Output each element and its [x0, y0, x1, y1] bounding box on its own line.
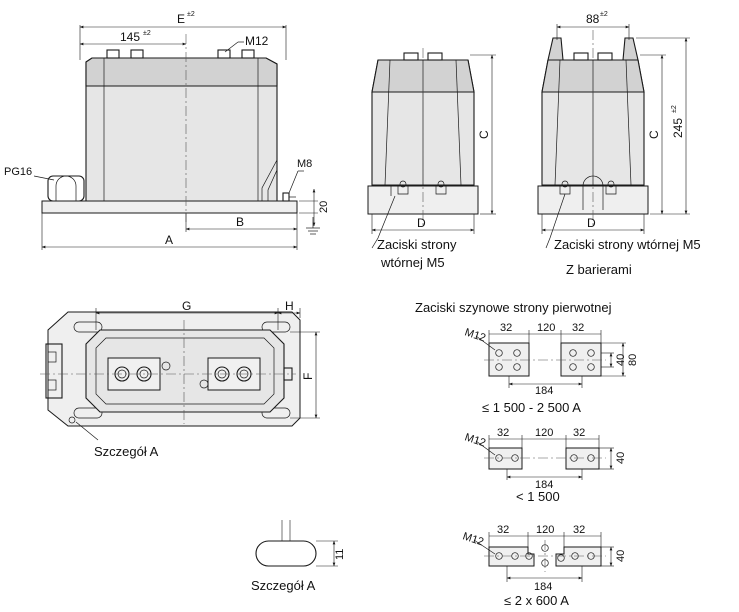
- earth-symbol-icon: [306, 217, 320, 235]
- dim-145-label: 145: [120, 30, 140, 44]
- detail-a-slot: [255, 540, 317, 567]
- dim-f-label: F: [301, 373, 315, 380]
- dim-145-tolerance: ±2: [143, 30, 151, 37]
- side1-callout-line1: Zaciski strony: [377, 237, 457, 252]
- v1-h2: 80: [627, 354, 639, 366]
- v3-d3: 32: [573, 524, 585, 536]
- terminal-variant-3: [473, 532, 614, 582]
- secondary-box: [45, 343, 63, 399]
- v3-span: 184: [534, 581, 552, 593]
- v1-rating: ≤ 1 500 - 2 500 A: [482, 400, 581, 415]
- dim-g-label: G: [182, 299, 191, 313]
- side2-dim-88-tolerance: ±2: [600, 11, 608, 18]
- base-plate: [41, 200, 298, 214]
- side1-dim-c-label: C: [477, 130, 491, 139]
- earth-terminal: [282, 192, 290, 202]
- v3-h1: 40: [615, 550, 627, 562]
- gland-pg16-label: PG16: [4, 166, 32, 178]
- barrier-right: [622, 37, 639, 61]
- front-view: [33, 25, 320, 250]
- v2-rating: < 1 500: [516, 489, 560, 504]
- v1-span: 184: [535, 385, 553, 397]
- terminal-variant-2: [475, 435, 614, 480]
- side1-dim-d-label: D: [417, 216, 426, 230]
- side2-dim-245-tolerance: ±2: [671, 105, 678, 113]
- dim-a-label: A: [165, 233, 173, 247]
- plan-view: [40, 308, 320, 441]
- terminal-variant-1: [475, 330, 626, 388]
- side2-dim-c-label: C: [647, 130, 661, 139]
- dim-e-tolerance: ±2: [187, 11, 195, 18]
- dim-20-label: 20: [318, 201, 330, 213]
- v1-d1: 32: [500, 322, 512, 334]
- side2-callout-line2: Z barierami: [566, 262, 632, 277]
- v3-d2: 120: [536, 524, 554, 536]
- v1-d3: 32: [572, 322, 584, 334]
- dim-b-label: B: [236, 215, 244, 229]
- v3-rating: ≤ 2 x 600 A: [504, 593, 569, 608]
- v2-d1: 32: [497, 427, 509, 439]
- v2-thread: M12: [463, 431, 487, 449]
- v2-span: 184: [535, 479, 553, 491]
- v3-d1: 32: [497, 524, 509, 536]
- plan-housing: [85, 329, 285, 413]
- side2-dim-88-label: 88: [586, 12, 600, 26]
- v2-h1: 40: [615, 452, 627, 464]
- detail-a-callout: Szczegół A: [94, 444, 159, 459]
- side2-dim-d-label: D: [587, 216, 596, 230]
- barrier-left: [547, 37, 564, 61]
- detail-a-caption: Szczegół A: [251, 578, 316, 593]
- side-view-2: [537, 24, 690, 249]
- side2-dim-245-label: 245: [671, 118, 685, 138]
- v1-thread: M12: [463, 326, 487, 344]
- v1-d2: 120: [537, 322, 555, 334]
- side2-callout-line1: Zaciski strony wtórnej M5: [554, 237, 701, 252]
- detail-a: [255, 520, 338, 567]
- primary-terminals-title: Zaciski szynowe strony pierwotnej: [415, 300, 612, 315]
- side-view-1: [367, 48, 496, 249]
- dim-e-label: E: [177, 12, 185, 26]
- v1-h1: 40: [615, 354, 627, 366]
- thread-m12-label: M12: [245, 34, 269, 48]
- front-housing-top: [85, 57, 278, 87]
- detail-a-dim-11: 11: [334, 549, 346, 560]
- v3-thread: M12: [461, 530, 485, 548]
- v2-d3: 32: [573, 427, 585, 439]
- dim-h-label: H: [285, 299, 294, 313]
- side1-callout-line2: wtórnej M5: [380, 255, 445, 270]
- v2-d2: 120: [535, 427, 553, 439]
- thread-m8-label: M8: [297, 158, 312, 170]
